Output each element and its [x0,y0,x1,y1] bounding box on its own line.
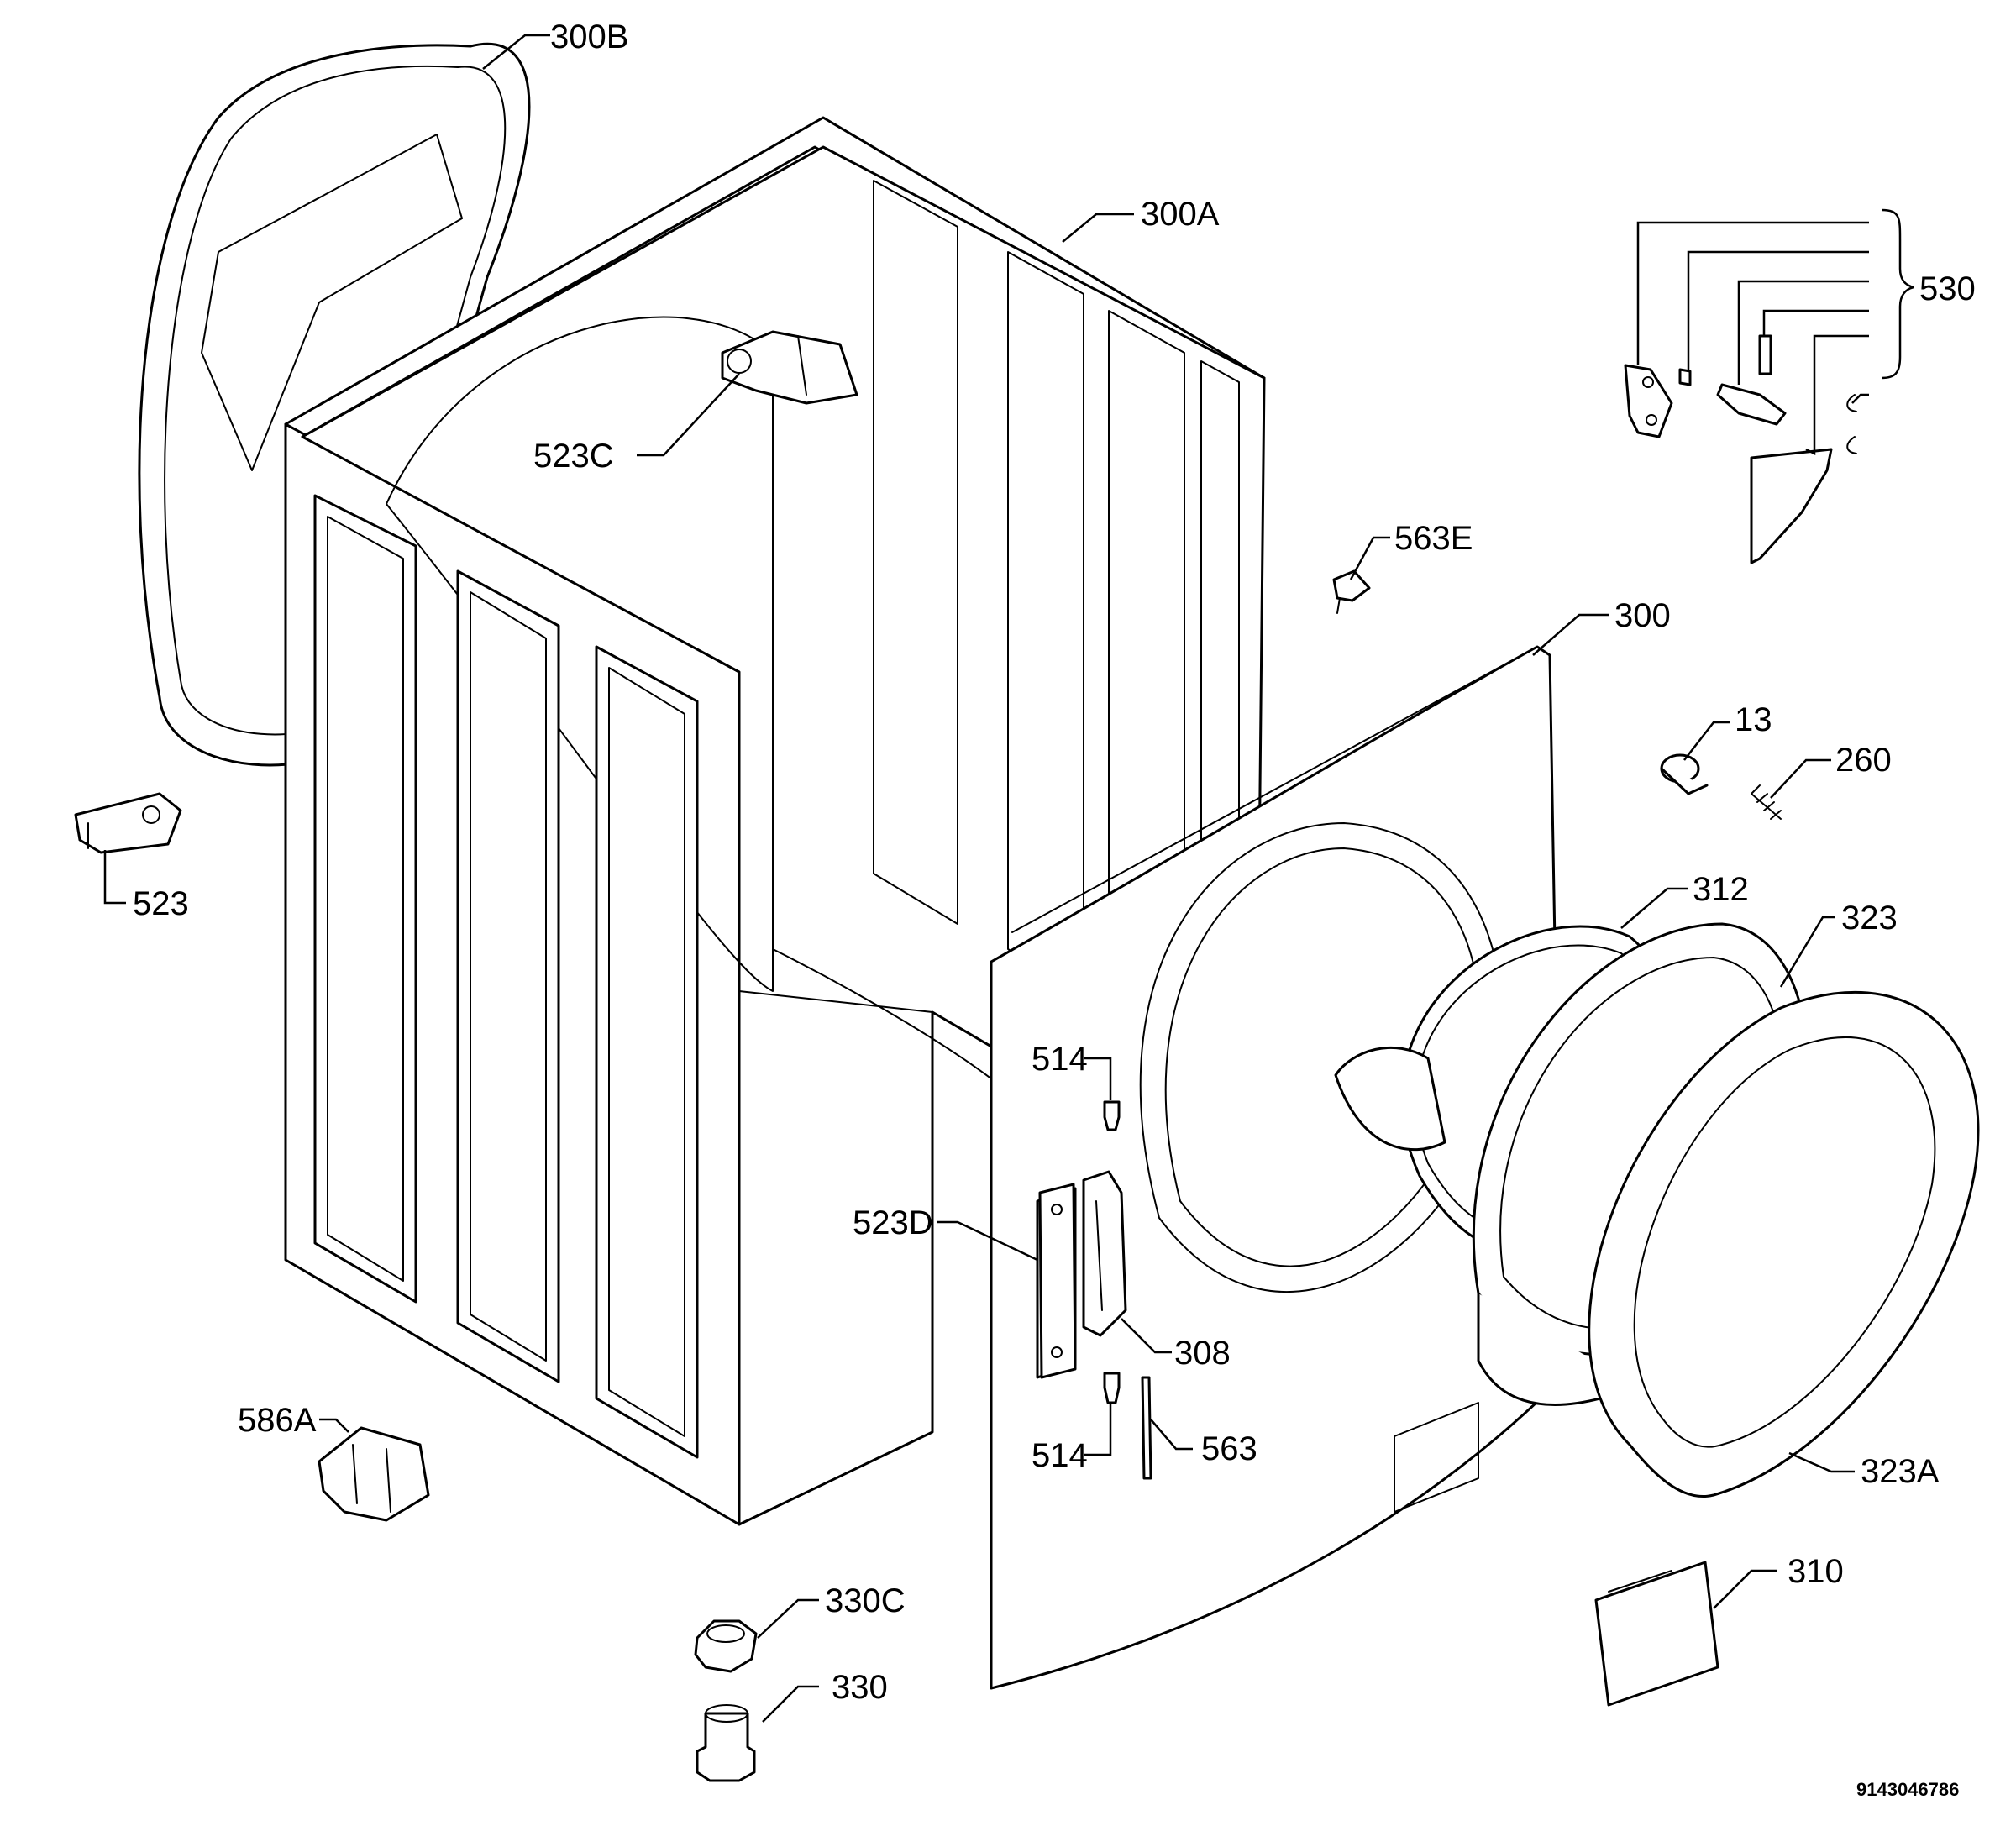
callout-312: 312 [1693,871,1749,908]
leader-lines [103,34,1914,1723]
cabinet-300A [284,116,1266,1526]
callout-523C: 523C [533,438,614,475]
callout-514-bottom: 514 [1032,1437,1088,1474]
callout-13: 13 [1735,701,1772,738]
leader-586A [319,1418,349,1433]
callout-523: 523 [133,885,189,922]
callout-300: 300 [1614,597,1671,634]
leader-310 [1713,1569,1777,1609]
leader-530-group [1636,208,1914,456]
leader-323A [1788,1451,1855,1473]
leader-523C [637,373,740,457]
drain-flap-310 [1594,1561,1719,1707]
callout-323A: 323A [1861,1453,1940,1490]
leader-300 [1532,613,1609,656]
hinge-set-530 [1624,334,1857,564]
part-586A [318,1426,430,1522]
callout-530: 530 [1919,270,1976,307]
callout-308: 308 [1174,1335,1231,1372]
callout-310: 310 [1788,1553,1844,1590]
callout-300B: 300B [550,18,628,55]
leader-330C [757,1598,819,1639]
callout-523D: 523D [853,1204,933,1241]
part-523C [721,330,858,405]
leader-330 [762,1685,819,1723]
callout-300A: 300A [1141,196,1220,233]
screw-514-bottom [1103,1372,1121,1404]
foot-330 [696,1704,756,1782]
part-563E [1332,569,1371,614]
leader-300A [1062,213,1134,243]
part-523D [1038,1183,1077,1379]
callout-323: 323 [1841,900,1898,937]
leader-13 [1683,721,1730,761]
leader-563 [1150,1419,1193,1451]
rod-563 [1141,1376,1152,1480]
callout-586A: 586A [238,1402,317,1439]
leader-312 [1620,887,1688,929]
leader-323 [1779,916,1835,988]
document-id: 9143046786 [1856,1779,1959,1800]
callout-330C: 330C [825,1582,906,1619]
screw-514-top [1103,1100,1121,1131]
foot-330C [694,1619,758,1673]
callout-330: 330 [832,1669,888,1706]
part-13 [1660,753,1709,795]
leader-523D [937,1220,1038,1262]
handle-308 [1082,1170,1127,1337]
callout-labels: 300B 300A 530 523C 563E 300 13 260 523 3… [133,18,1976,1800]
part-523 [74,792,182,854]
callout-563: 563 [1201,1430,1257,1467]
callout-514-top: 514 [1032,1041,1088,1078]
callout-563E: 563E [1394,520,1473,557]
door-ring-323A [1588,991,1980,1498]
leader-523 [103,850,126,905]
spring-260 [1751,784,1782,820]
callout-260: 260 [1835,742,1892,779]
leader-308 [1121,1318,1172,1354]
leader-514-bottom [1084,1404,1112,1456]
leader-300B [482,34,550,70]
leader-260 [1770,758,1831,799]
leader-563E [1349,536,1390,580]
leader-514-top [1084,1057,1112,1100]
